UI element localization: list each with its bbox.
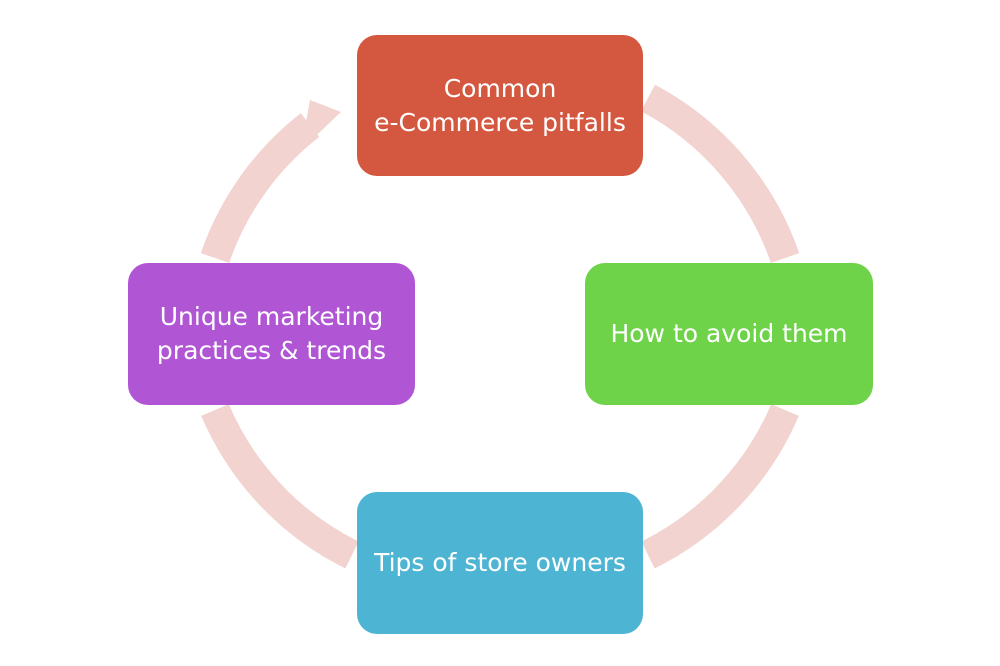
node-label: Unique marketing practices & trends [157,300,386,368]
node-label-line: How to avoid them [610,319,848,349]
ring-arc-left-top [200,113,320,264]
ring-arrowhead [301,100,341,150]
node-label-line: Common [443,73,557,103]
cycle-node-how-to-avoid-them: How to avoid them [585,263,873,405]
node-label-line: Tips of store owners [374,548,626,578]
node-label-line: e-Commerce pitfalls [374,107,626,137]
node-label: How to avoid them [610,317,847,351]
node-label: Tips of store owners [374,546,626,580]
ring-arc-bottom-left [201,403,359,569]
cycle-node-common-ecommerce-pitfalls: Common e-Commerce pitfalls [357,35,643,176]
node-label-line: practices & trends [156,336,387,365]
node-label-line: Unique marketing [159,302,384,332]
ring-arc-right-bottom [641,403,799,569]
cycle-node-unique-marketing-practices: Unique marketing practices & trends [128,263,415,405]
node-label: Common e-Commerce pitfalls [374,72,626,140]
cycle-node-tips-of-store-owners: Tips of store owners [357,492,643,634]
ring-arc-top-right [640,84,800,264]
